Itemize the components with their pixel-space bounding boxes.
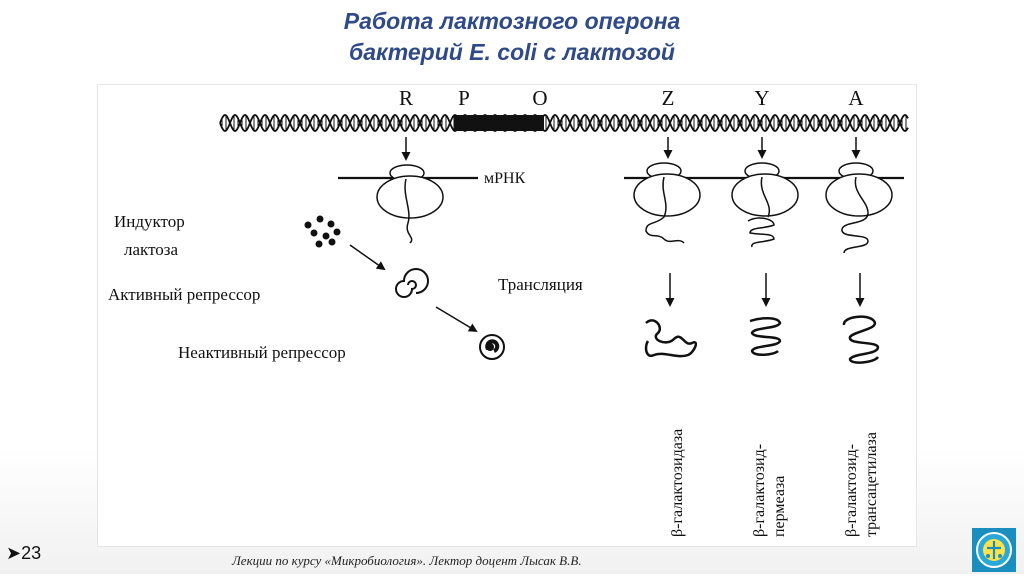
title-line-2: бактерий E. coli с лактозой [349, 39, 675, 65]
arrow-active-to-inactive [435, 306, 478, 333]
arrow-inducer-to-repressor [349, 244, 386, 271]
ribosome-z [633, 162, 701, 244]
gene-label-z: Z [662, 86, 675, 110]
enzyme-label-y-line2: пермеаза [771, 476, 788, 537]
dna-strand-2 [219, 114, 909, 132]
protein-z [644, 319, 698, 358]
ribosome-r [376, 164, 444, 244]
gene-label-a: A [848, 86, 864, 110]
mrna-label: мРНК [484, 170, 526, 187]
inactive-repressor-label: Неактивный репрессор [178, 343, 346, 362]
gene-label-y: Y [754, 86, 769, 110]
operator-region-block [454, 115, 544, 131]
inducer-label-line2: лактоза [124, 240, 178, 259]
diagram-canvas: R P O Z Y A мРНК [108, 86, 909, 537]
enzyme-label-z: β-галактозидаза [669, 429, 686, 537]
enzyme-label-a-line1: β-галактозид- [843, 444, 860, 537]
active-repressor-label: Активный репрессор [108, 285, 260, 304]
gene-label-o: O [532, 86, 547, 110]
enzyme-label-y-line1: β-галактозид- [751, 444, 768, 537]
title-line-1: Работа лактозного оперона [343, 8, 681, 34]
lac-operon-diagram: R P O Z Y A мРНК [98, 85, 916, 546]
inducer-label-line1: Индуктор [114, 212, 185, 231]
inducer-lactose-molecules [304, 215, 341, 248]
gene-label-r: R [399, 86, 413, 110]
dna-double-helix [219, 114, 909, 132]
translation-label: Трансляция [498, 275, 583, 294]
dna-rungs [221, 115, 907, 131]
university-emblem-icon [972, 528, 1016, 572]
gene-label-p: P [458, 86, 470, 110]
lecture-footer: Лекции по курсу «Микробиология». Лектор … [232, 553, 582, 568]
active-repressor-spiral [395, 268, 429, 298]
protein-a [842, 315, 880, 364]
enzyme-label-a-line2: трансацетилаза [863, 432, 880, 537]
ribosome-a [825, 162, 893, 254]
dna-strand-1 [219, 114, 909, 132]
slide-number: ➤23 [6, 543, 42, 563]
slide-title: Работа лактозного оперона бактерий E. co… [0, 6, 1024, 68]
inactive-repressor-spiral [479, 334, 505, 360]
protein-y [749, 317, 782, 356]
ribosome-y [731, 162, 799, 248]
